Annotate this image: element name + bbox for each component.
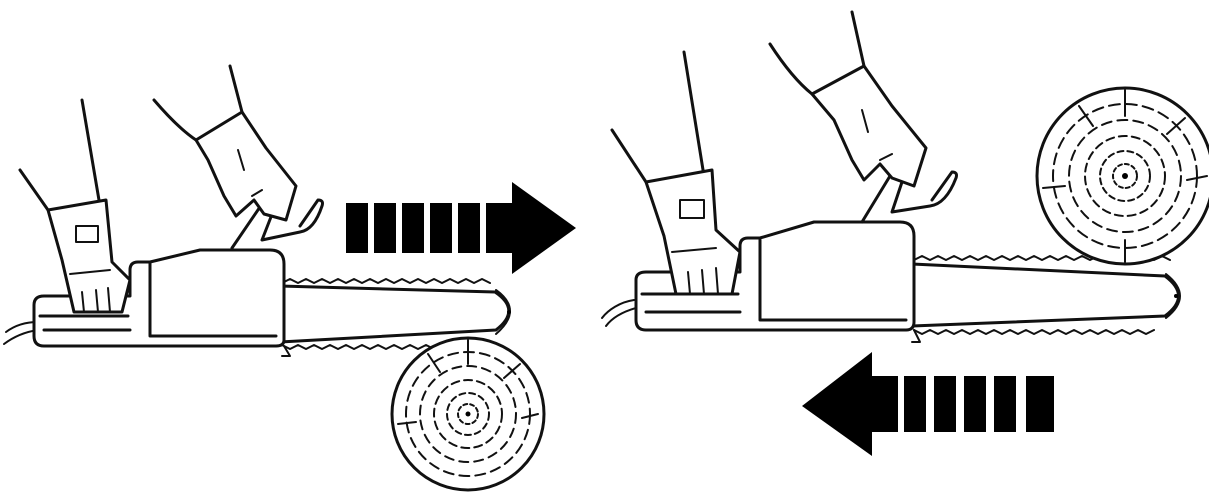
front-hand-right — [770, 12, 926, 186]
log-right — [1037, 88, 1209, 264]
arrow-dash-9 — [994, 376, 1016, 432]
arrow-left — [802, 352, 1054, 456]
panel-left-pull-stroke — [4, 66, 576, 490]
guide-bar-left — [280, 286, 509, 342]
rear-arm-left — [20, 100, 100, 210]
power-cord-right — [602, 300, 636, 326]
panel-right-push-stroke — [602, 12, 1209, 456]
arrow-dash-5 — [458, 203, 480, 253]
arrow-head-left — [802, 352, 898, 456]
log-pith-left — [466, 412, 471, 417]
arrow-dash-7 — [934, 376, 956, 432]
arrow-dash-2 — [374, 203, 396, 253]
arrow-dash-3 — [402, 203, 424, 253]
front-hand-left — [154, 66, 296, 220]
rear-hand-right — [612, 52, 740, 294]
arrow-head-right — [486, 182, 576, 274]
arrow-dash-1 — [346, 203, 368, 253]
front-glove-right — [812, 66, 926, 186]
bar-nose-rivet-left — [507, 310, 511, 314]
log-pith-right — [1122, 173, 1128, 179]
log-left — [392, 338, 544, 490]
arrow-dash-8 — [964, 376, 986, 432]
arrow-dash-10 — [1026, 376, 1054, 432]
front-glove-left — [196, 112, 296, 220]
guide-bar-right — [912, 264, 1179, 326]
bar-nose-rivet-right — [1174, 294, 1178, 298]
arrow-dash-4 — [430, 203, 452, 253]
rear-arm-right — [612, 52, 704, 182]
rear-hand-left — [20, 100, 130, 312]
arrow-right — [346, 182, 576, 274]
arrow-dash-6 — [904, 376, 926, 432]
